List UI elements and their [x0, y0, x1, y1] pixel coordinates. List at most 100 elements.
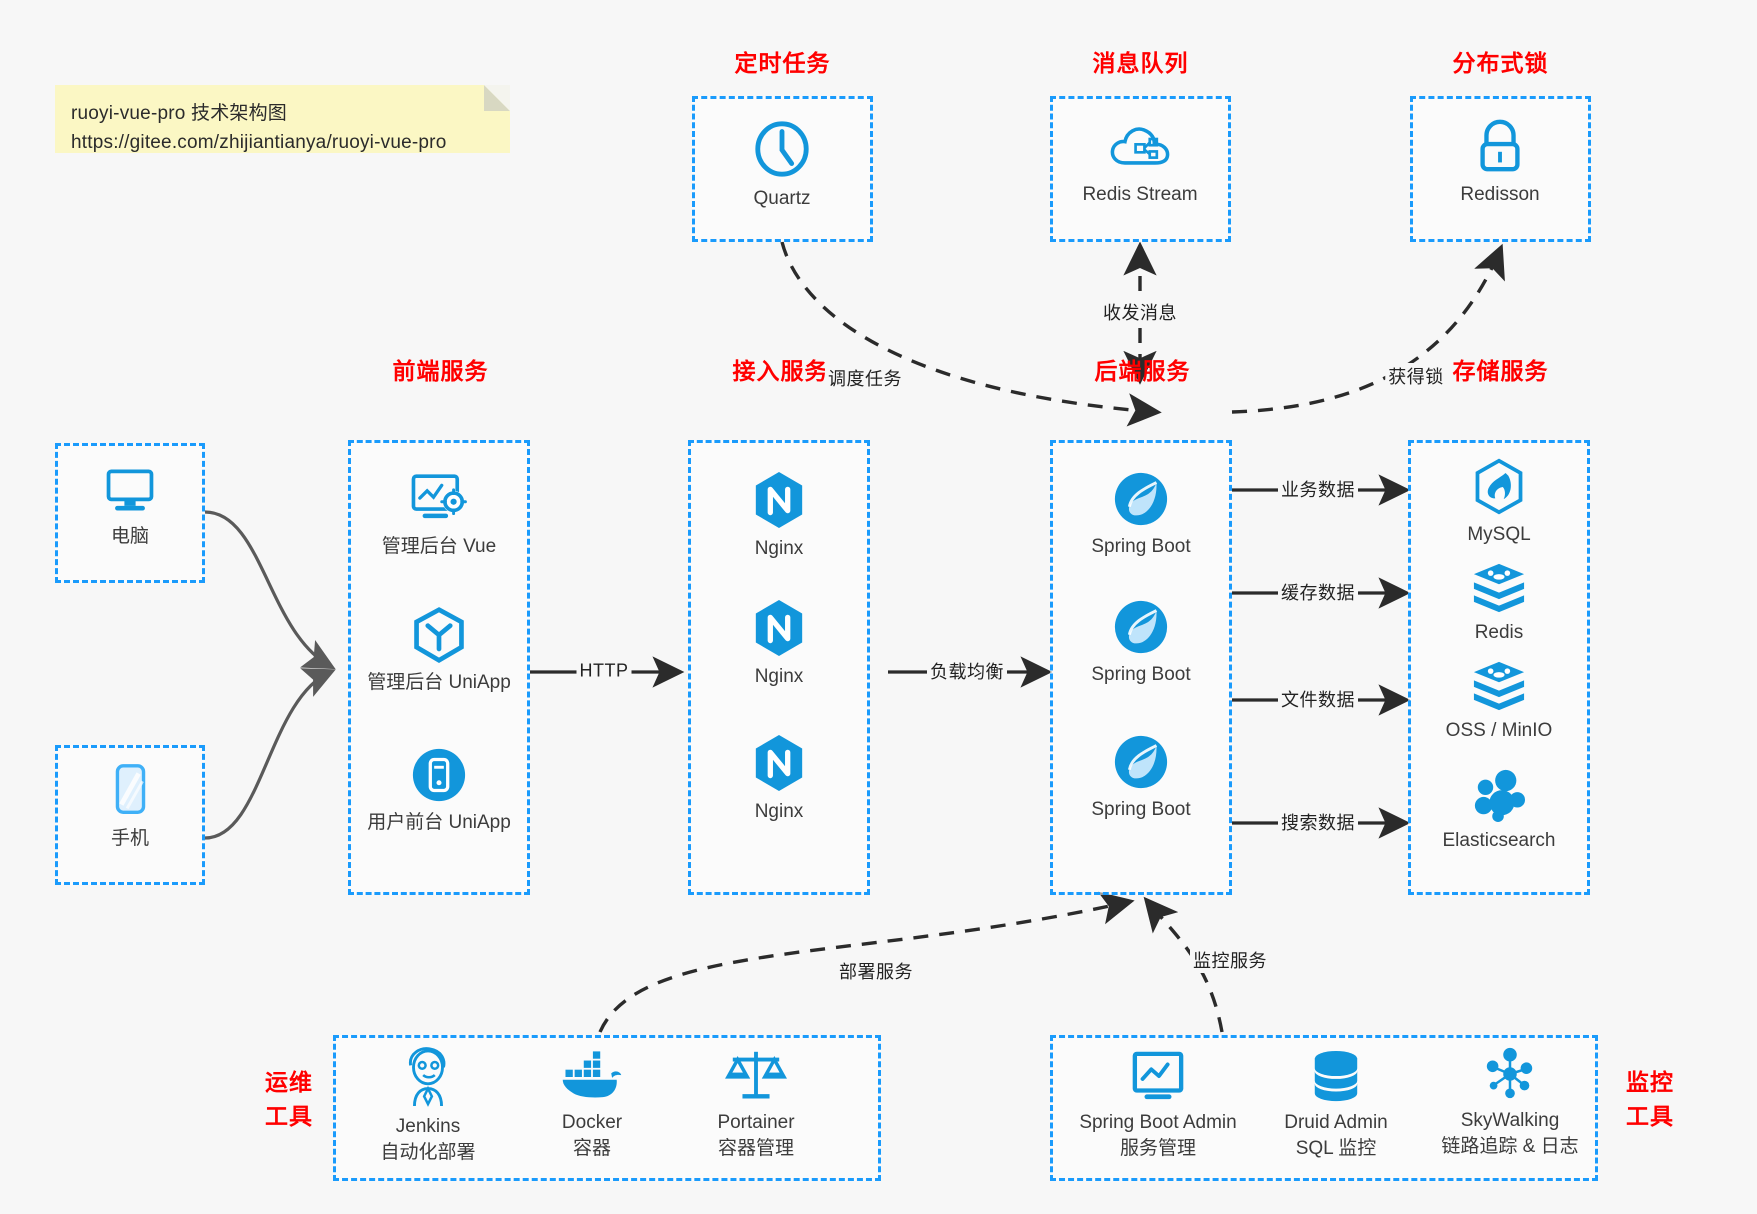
node-label: Spring Boot [1091, 664, 1191, 685]
node-label: Redis [1474, 622, 1524, 643]
node-sublabel: 自动化部署 [380, 1141, 476, 1163]
node-label: Jenkins [395, 1116, 461, 1137]
nginx-icon [755, 600, 803, 656]
group-title-access-services: 接入服务 [732, 358, 829, 384]
group-title-message-queue: 消息队列 [1092, 50, 1189, 76]
node-spring-boot-2[interactable]: Spring Boot [1051, 598, 1231, 688]
mysql-dolphin-icon [1475, 458, 1523, 515]
node-label: Redisson [1460, 184, 1540, 205]
edge-label-search-data: 搜索数据 [1278, 809, 1358, 835]
desktop-monitor-icon [106, 469, 154, 511]
edge-label-acquire-lock: 获得锁 [1385, 363, 1447, 389]
edge-label-file-data: 文件数据 [1278, 686, 1358, 712]
node-label: 管理后台 Vue [381, 536, 497, 557]
jenkins-butler-icon [409, 1047, 446, 1107]
node-label: 电脑 [110, 526, 149, 547]
group-box-message-queue [1050, 96, 1231, 242]
node-mysql[interactable]: MySQL [1409, 458, 1589, 548]
edge-label-schedule-task: 调度任务 [825, 365, 905, 391]
edge-label-monitor-service: 监控服务 [1190, 947, 1270, 973]
node-sublabel: SQL 监控 [1295, 1137, 1377, 1159]
redis-stack-icon [1473, 661, 1525, 711]
node-label: 管理后台 UniApp [367, 672, 511, 693]
group-title-monitor-tools-line2: 工具 [1626, 1103, 1674, 1129]
node-spring-boot-admin[interactable]: Spring Boot Admin 服务管理 [1068, 1050, 1248, 1161]
node-admin-vue[interactable]: 管理后台 Vue [349, 470, 529, 560]
node-sublabel: 服务管理 [1119, 1137, 1196, 1159]
node-label: Quartz [753, 188, 811, 209]
node-label: Docker [561, 1112, 623, 1133]
node-admin-uniapp[interactable]: 管理后台 UniApp [349, 606, 529, 696]
edge-label-send-receive-message: 收发消息 [1100, 299, 1180, 325]
node-label: 用户前台 UniApp [367, 812, 511, 833]
scales-balance-icon [725, 1051, 787, 1099]
node-elasticsearch[interactable]: Elasticsearch [1409, 768, 1589, 854]
node-label: SkyWalking [1460, 1110, 1560, 1131]
monitor-chart-icon [1132, 1051, 1184, 1100]
edge-label-cache-data: 缓存数据 [1278, 579, 1358, 605]
node-docker[interactable]: Docker 容器 [512, 1050, 672, 1161]
group-title-scheduled-tasks: 定时任务 [734, 50, 831, 76]
group-title-frontend-services: 前端服务 [392, 358, 489, 384]
database-cylinder-icon [1314, 1050, 1358, 1102]
edge-label-business-data: 业务数据 [1278, 476, 1358, 502]
node-nginx-2[interactable]: Nginx [689, 598, 869, 690]
edge-label-http: HTTP [576, 660, 632, 682]
node-label: MySQL [1467, 524, 1531, 545]
edge-label-deploy-service: 部署服务 [836, 958, 916, 984]
group-box-client-desktop [55, 443, 205, 583]
node-redisson[interactable]: Redisson [1440, 116, 1560, 208]
node-redis-stream[interactable]: Redis Stream [1060, 118, 1220, 208]
node-druid-admin[interactable]: Druid Admin SQL 监控 [1256, 1050, 1416, 1161]
lock-icon [1480, 119, 1520, 172]
node-spring-boot-3[interactable]: Spring Boot [1051, 733, 1231, 823]
node-label: Nginx [754, 538, 804, 559]
group-title-monitor-tools-line1: 监控 [1626, 1069, 1674, 1095]
node-jenkins[interactable]: Jenkins 自动化部署 [348, 1046, 508, 1165]
group-box-scheduled-tasks [692, 96, 873, 242]
node-portainer[interactable]: Portainer 容器管理 [676, 1046, 836, 1161]
node-label: Spring Boot [1091, 799, 1191, 820]
node-skywalking[interactable]: SkyWalking 链路追踪 & 日志 [1420, 1046, 1600, 1159]
node-desktop[interactable]: 电脑 [70, 462, 190, 550]
redis-stack-icon [1473, 563, 1525, 613]
clock-icon [755, 121, 809, 177]
group-title-devops-tools-line1: 运维 [265, 1069, 313, 1095]
node-sublabel: 链路追踪 & 日志 [1441, 1135, 1579, 1157]
group-title-storage-services: 存储服务 [1452, 358, 1549, 384]
node-nginx-1[interactable]: Nginx [689, 470, 869, 562]
node-label: Druid Admin [1284, 1112, 1388, 1133]
node-label: OSS / MinIO [1445, 720, 1553, 741]
app-circle-icon [412, 748, 466, 802]
group-title-distributed-lock: 分布式锁 [1452, 50, 1549, 76]
spring-leaf-icon [1114, 472, 1168, 526]
group-title-backend-services: 后端服务 [1094, 358, 1191, 384]
sticky-note: ruoyi-vue-pro 技术架构图 https://gitee.com/zh… [55, 85, 510, 153]
node-mobile[interactable]: 手机 [70, 762, 190, 852]
group-title-devops-tools-line2: 工具 [265, 1103, 313, 1129]
node-label: Portainer [717, 1112, 795, 1133]
node-sublabel: 容器管理 [717, 1137, 794, 1159]
mobile-phone-icon [115, 764, 146, 814]
node-label: Spring Boot [1091, 536, 1191, 557]
node-user-uniapp[interactable]: 用户前台 UniApp [349, 746, 529, 836]
node-label: Nginx [754, 801, 804, 822]
node-label: Elasticsearch [1442, 830, 1556, 851]
spring-leaf-icon [1114, 735, 1168, 789]
dashboard-gear-icon [411, 474, 467, 519]
node-quartz[interactable]: Quartz [722, 118, 842, 212]
node-redis[interactable]: Redis [1409, 562, 1589, 646]
node-label: 手机 [110, 828, 149, 849]
node-nginx-3[interactable]: Nginx [689, 733, 869, 825]
node-label: Nginx [754, 666, 804, 687]
note-line-1: ruoyi-vue-pro 技术架构图 [71, 103, 288, 124]
node-oss-minio[interactable]: OSS / MinIO [1409, 660, 1589, 744]
node-graph-icon [1486, 1047, 1533, 1099]
note-line-2: https://gitee.com/zhijiantianya/ruoyi-vu… [71, 132, 447, 154]
node-spring-boot-1[interactable]: Spring Boot [1051, 470, 1231, 560]
elasticsearch-icon [1474, 769, 1526, 822]
nginx-icon [755, 735, 803, 791]
nginx-icon [755, 472, 803, 528]
edge-label-load-balance: 负载均衡 [927, 658, 1007, 684]
